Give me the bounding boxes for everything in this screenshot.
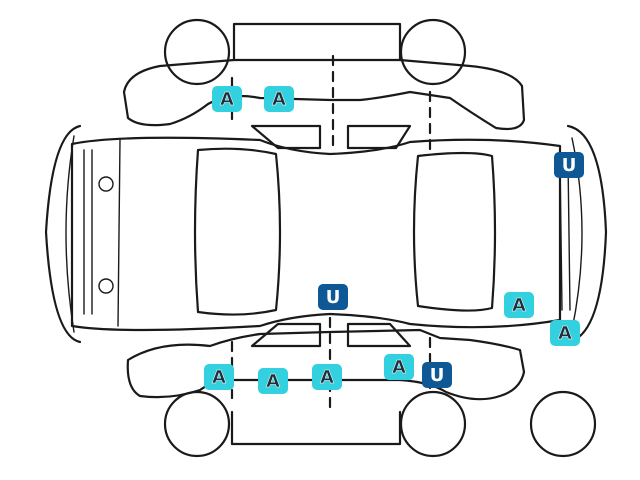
top-roof-strip	[232, 22, 402, 62]
bottom-front-window	[250, 322, 322, 348]
plan-hood-line	[117, 139, 121, 327]
bottom-right-wheel	[399, 390, 467, 458]
damage-marker[interactable]: A	[212, 86, 242, 112]
plan-rear-window	[412, 151, 497, 312]
rear-panel-line-1	[559, 159, 563, 311]
headlight-right	[98, 278, 114, 294]
bottom-rear-window	[346, 322, 412, 348]
spare-wheel	[529, 390, 597, 458]
top-left-wheel	[163, 18, 231, 86]
damage-marker[interactable]: U	[554, 152, 584, 178]
damage-marker[interactable]: A	[258, 368, 288, 394]
top-front-window	[250, 124, 322, 150]
damage-marker[interactable]: A	[312, 364, 342, 390]
top-rear-window	[346, 124, 412, 150]
damage-marker[interactable]: A	[550, 320, 580, 346]
bottom-roof-strip	[230, 410, 402, 446]
rear-panel-line-2	[567, 159, 571, 311]
headlight-left	[98, 176, 114, 192]
damage-marker[interactable]: A	[204, 364, 234, 390]
top-right-wheel	[399, 18, 467, 86]
damage-marker[interactable]: A	[384, 354, 414, 380]
rear-bumper-outer	[566, 124, 608, 344]
front-bumper-inner	[65, 135, 75, 333]
bottom-side-body	[126, 328, 526, 401]
damage-marker[interactable]: U	[422, 362, 452, 388]
front-bumper-outer	[44, 124, 82, 344]
bottom-left-wheel	[163, 390, 231, 458]
plan-windshield	[193, 147, 282, 316]
plan-body	[70, 136, 562, 332]
damage-marker[interactable]: A	[504, 292, 534, 318]
top-side-body	[122, 58, 526, 131]
damage-marker[interactable]: U	[318, 284, 348, 310]
damage-marker[interactable]: A	[264, 86, 294, 112]
